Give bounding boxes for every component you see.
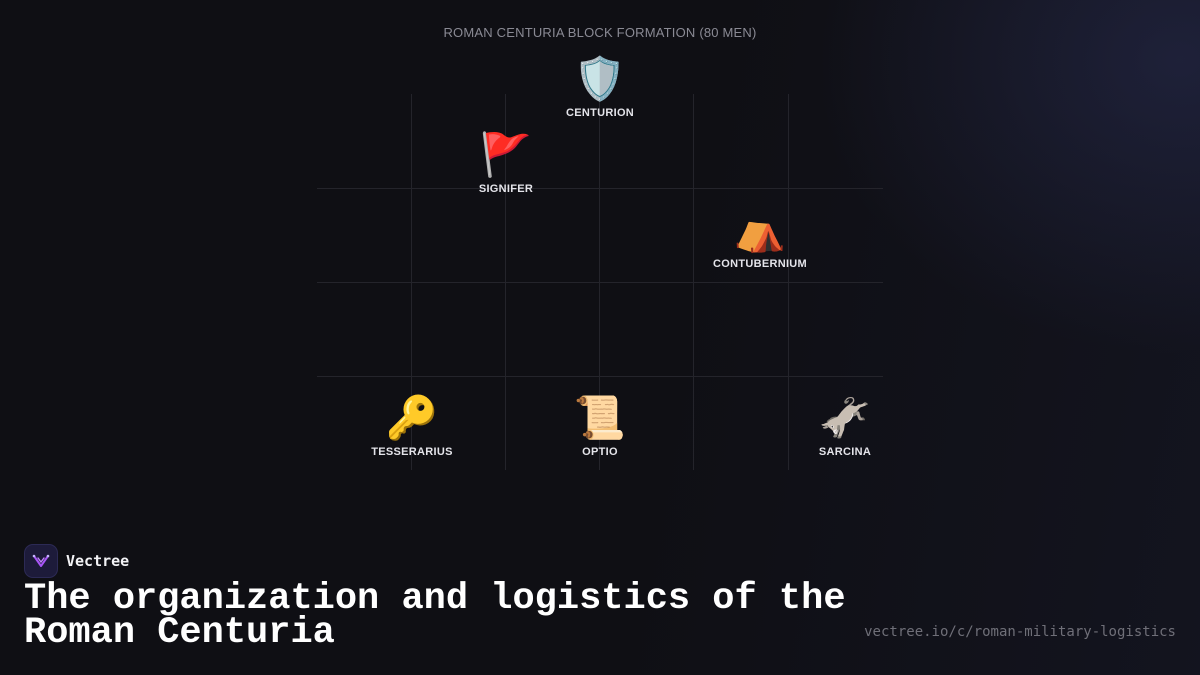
page-headline: The organization and logistics of the Ro… [24,578,846,654]
node-signifer: 🚩 SIGNIFER [431,130,581,196]
node-optio: 📜 OPTIO [525,393,675,459]
flag-icon: 🚩 [479,130,533,179]
node-label: OPTIO [582,446,618,458]
node-label: SIGNIFER [478,183,534,195]
key-icon: 🔑 [385,393,439,442]
tent-icon: ⛺ [733,205,787,254]
node-sarcina: 🫏 SARCINA [770,393,920,459]
scroll-icon: 📜 [573,393,627,442]
brand[interactable]: Vectree [24,544,129,578]
vectree-logo-icon [24,544,58,578]
donkey-icon: 🫏 [818,393,872,442]
node-label: TESSERARIUS [371,446,453,458]
node-centurion: 🛡️ CENTURION [525,54,675,120]
node-label: CENTURION [565,107,635,119]
node-label: CONTUBERNIUM [712,258,808,270]
node-contubernium: ⛺ CONTUBERNIUM [685,205,835,271]
node-tesserarius: 🔑 TESSERARIUS [337,393,487,459]
diagram-title: ROMAN CENTURIA BLOCK FORMATION (80 MEN) [443,25,757,40]
shield-icon: 🛡️ [573,54,627,103]
source-url[interactable]: vectree.io/c/roman-military-logistics [864,624,1176,640]
node-label: SARCINA [818,446,872,458]
brand-name: Vectree [66,552,130,570]
